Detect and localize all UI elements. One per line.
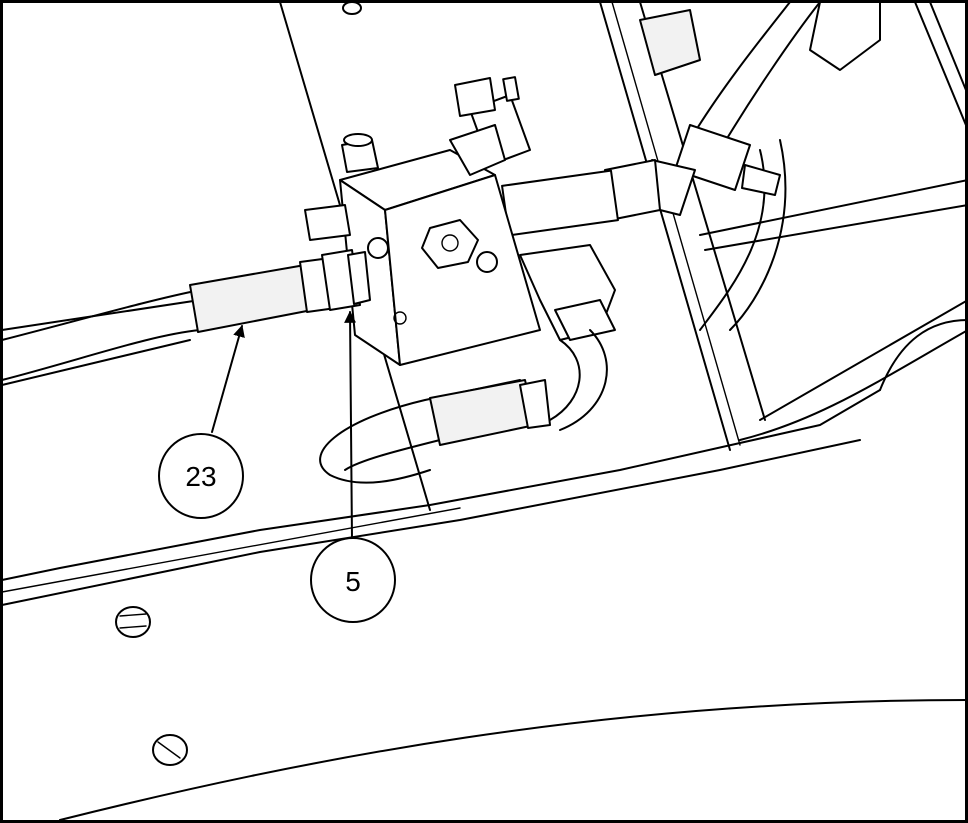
- valve-block: [304, 76, 616, 366]
- callout-5-circle: [310, 537, 396, 623]
- callout-5: 5: [310, 537, 396, 623]
- callout-23-circle: [158, 433, 244, 519]
- callout-23: 23: [158, 433, 244, 519]
- leader-arrows: [211, 310, 357, 541]
- upper-hose: [501, 1, 881, 331]
- callout-23-label: 23: [185, 461, 216, 492]
- hose-23: [1, 249, 371, 381]
- callout-5-label: 5: [345, 566, 361, 597]
- frame-holes: [115, 1, 362, 766]
